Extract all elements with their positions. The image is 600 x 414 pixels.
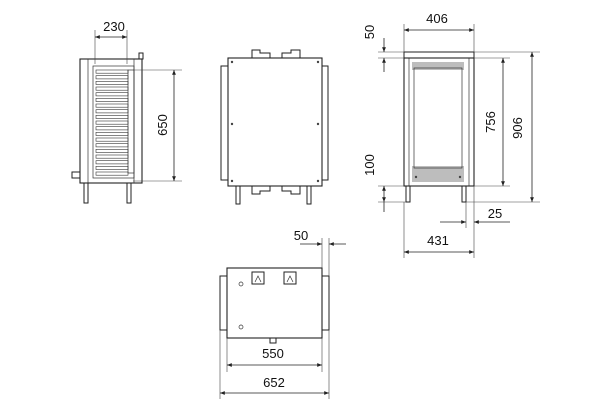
- dim-end-bottom: 100: [362, 154, 377, 176]
- louvre-slat: [95, 154, 129, 159]
- top-view-housing: [226, 267, 323, 339]
- side-view: 230 650: [71, 19, 182, 204]
- dim-end-top-flange: 50: [362, 25, 377, 39]
- louvre-slat: [95, 109, 129, 114]
- louvre-slat: [95, 92, 129, 97]
- louvre-slat: [95, 86, 129, 91]
- front-view-housing: [227, 57, 323, 187]
- louvre-slat: [95, 171, 129, 176]
- dim-side-width: 230: [103, 19, 125, 34]
- dim-end-width: 406: [426, 11, 448, 26]
- side-foot-right: [126, 182, 132, 204]
- louvre-slat: [95, 115, 129, 119]
- dim-top-inner-width: 550: [262, 346, 284, 361]
- dim-end-foot-offset: 25: [488, 206, 502, 221]
- louvre-slat: [95, 126, 129, 131]
- louvre-slat: [95, 149, 129, 153]
- louvre-slat: [95, 160, 129, 165]
- end-foot-right: [461, 185, 467, 203]
- end-view: 406 756 906 50 100 25 431: [362, 11, 540, 258]
- louvre-slat: [95, 120, 129, 125]
- end-foot-left: [405, 185, 411, 203]
- dim-end-inner-height: 756: [483, 111, 498, 133]
- louvre-slat: [95, 103, 129, 108]
- louvre-slat: [95, 132, 129, 136]
- top-view-port-right: [283, 271, 297, 285]
- side-rail: [127, 69, 135, 174]
- louvre-slat: [95, 69, 129, 74]
- dim-top-total-width: 652: [263, 375, 285, 390]
- dim-top-flange: 50: [294, 228, 308, 243]
- louvre-slat: [95, 75, 129, 80]
- louvre-slats: [95, 69, 129, 176]
- dim-end-total-height: 906: [510, 117, 525, 139]
- end-view-opening: [413, 67, 463, 169]
- dim-end-base-width: 431: [427, 233, 449, 248]
- louvre-slat: [95, 81, 129, 85]
- louvre-slat: [95, 137, 129, 142]
- louvre-slat: [95, 166, 129, 170]
- top-view: 50 550 652: [219, 228, 346, 399]
- side-foot-left: [83, 182, 89, 204]
- louvre-slat: [95, 143, 129, 148]
- top-view-port-left: [251, 271, 265, 285]
- front-view: [220, 49, 329, 205]
- dim-side-height: 650: [155, 114, 170, 136]
- louvre-slat: [95, 98, 129, 102]
